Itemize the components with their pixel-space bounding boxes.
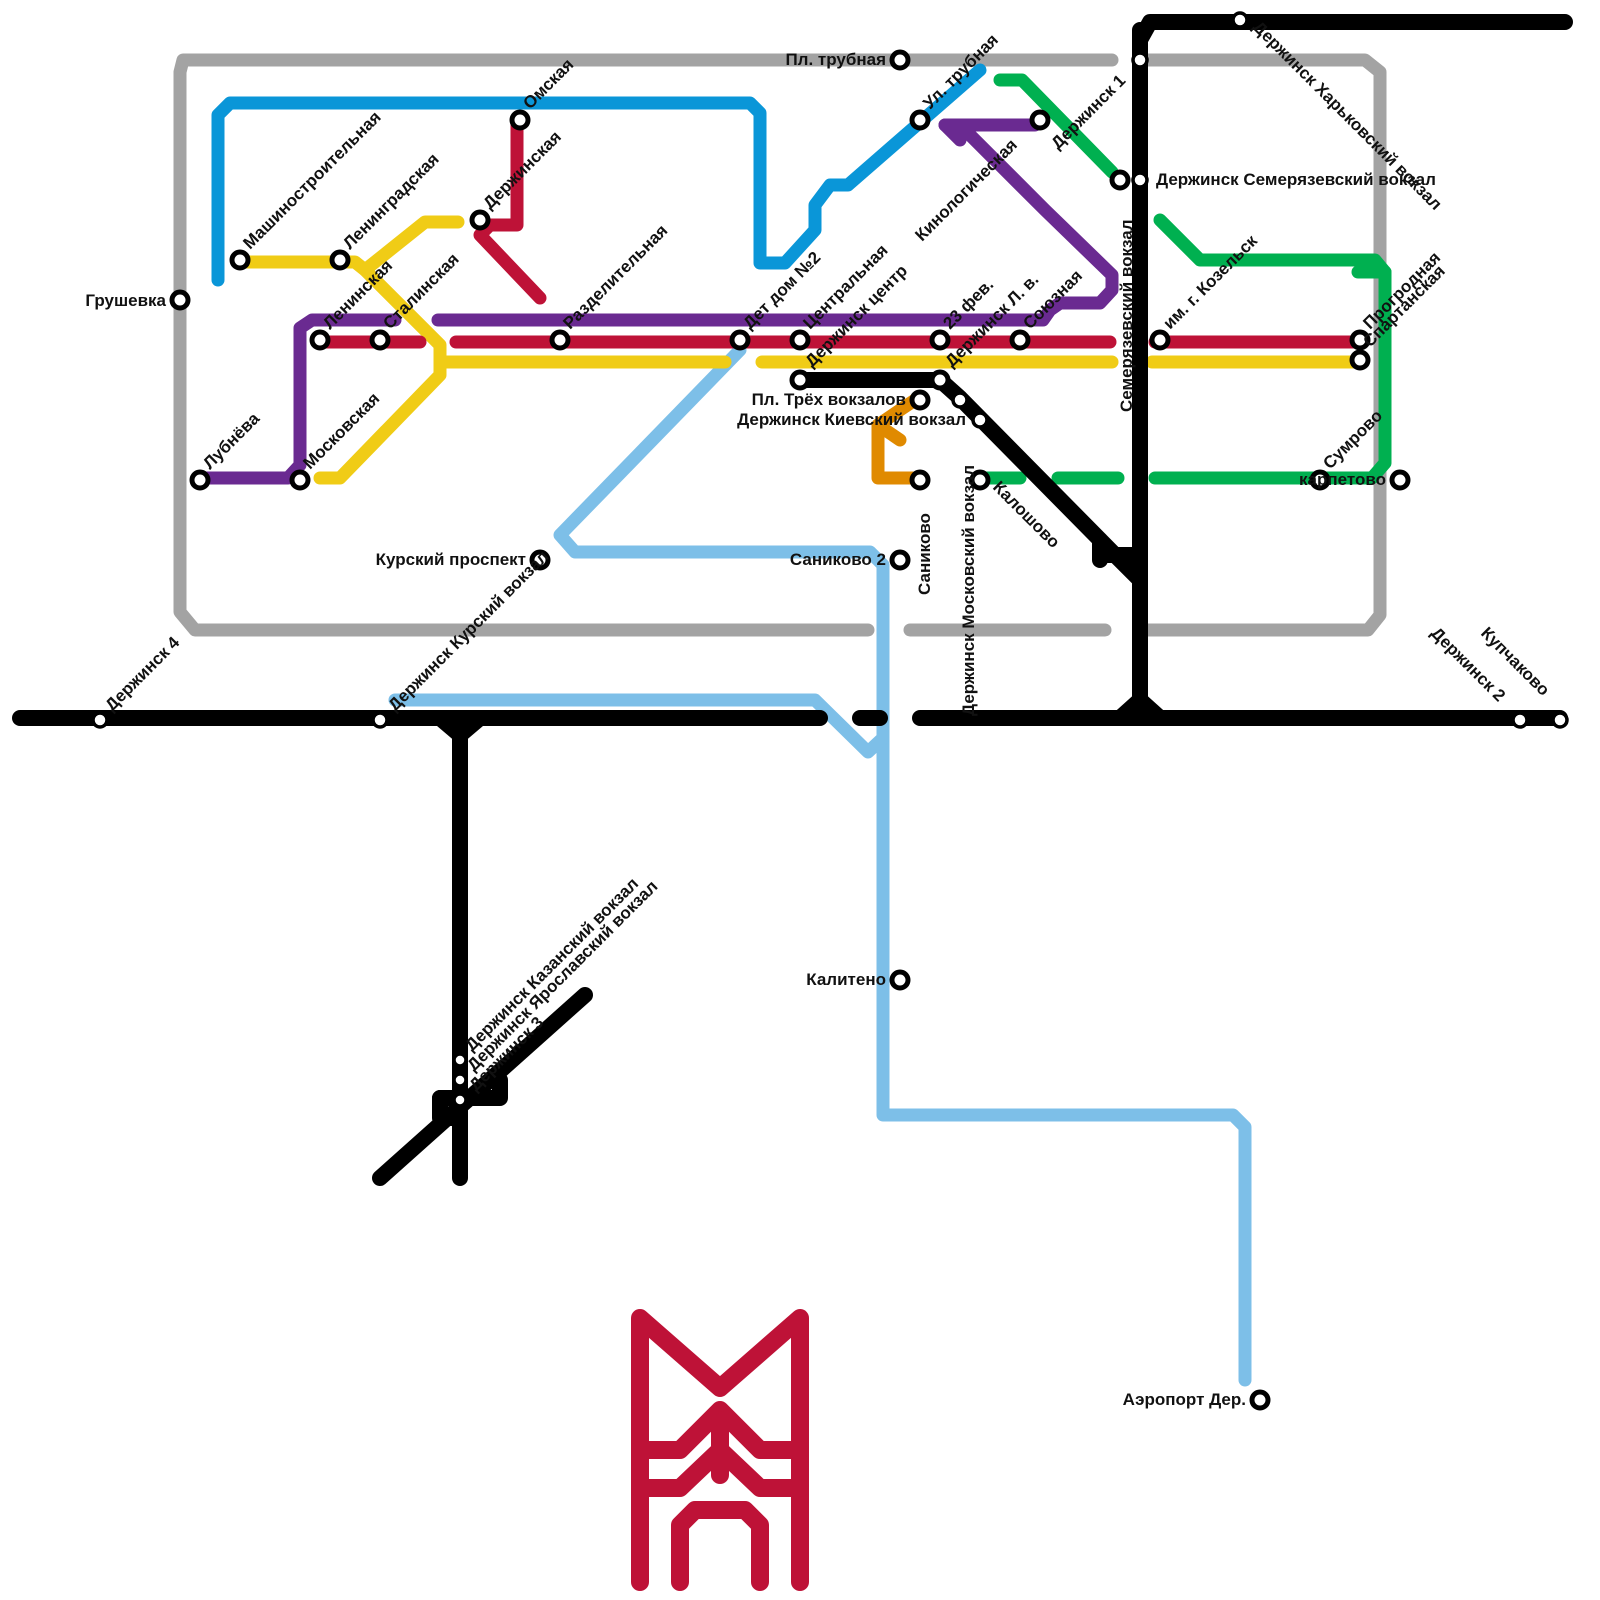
station-pl-treh-vokzalov[interactable] — [909, 389, 931, 411]
label-saniikovo-2: Саниково 2 — [790, 550, 886, 569]
label-pl-trubnaya: Пл. трубная — [785, 50, 886, 69]
station-kursky-prospekt[interactable] — [529, 549, 551, 571]
station-mashinostroitelnaya[interactable] — [229, 249, 251, 271]
light-blue-line — [388, 343, 1252, 1387]
green-line — [973, 73, 1392, 485]
blue-line — [211, 63, 987, 287]
station-tsentralnaya[interactable] — [789, 329, 811, 351]
station-derzhinsk-centr[interactable] — [789, 369, 811, 391]
label-moskovskaya: Московская — [299, 389, 383, 473]
station-derzhinsk-2[interactable] — [1511, 711, 1529, 729]
station-soyuznaya[interactable] — [1009, 329, 1031, 351]
station-ul-trubnaya[interactable] — [909, 109, 931, 131]
label-saniikovo: Саниково — [915, 513, 934, 595]
station-leningradskaya[interactable] — [329, 249, 351, 271]
station-spartanskaya[interactable] — [1349, 349, 1371, 371]
station-pl-trubnaya[interactable] — [889, 49, 911, 71]
station-derzhinsk-semeryazevsky[interactable] — [1131, 171, 1149, 189]
label-leningradskaya: Ленинградская — [339, 149, 442, 252]
station-stalinskaya[interactable] — [369, 329, 391, 351]
station-kinologicheskaya[interactable] — [1029, 109, 1051, 131]
station-derzhinsk-kazansky[interactable] — [452, 1052, 468, 1068]
label-derzhinsk-moskovsky: Держинск Московский вокзал — [959, 465, 978, 716]
station-leninskaya[interactable] — [309, 329, 331, 351]
station-saniikovo[interactable] — [909, 469, 931, 491]
orange-line — [871, 391, 927, 485]
station-aeroport[interactable] — [1249, 1389, 1271, 1411]
label-derzhinsk-4: Держинск 4 — [101, 633, 183, 715]
station-derzhinsk-3[interactable] — [452, 1092, 468, 1108]
label-kalitino: Калитено — [806, 970, 886, 989]
station-sumrovo[interactable] — [1309, 469, 1331, 491]
station-det-dom[interactable] — [729, 329, 751, 351]
station-23-feb[interactable] — [929, 329, 951, 351]
station-saniikovo-2[interactable] — [889, 549, 911, 571]
station-moskovskaya[interactable] — [289, 469, 311, 491]
label-aeroport: Аэропорт Дер. — [1123, 1390, 1246, 1409]
label-derzhinsk-kievsky: Держинск Киевский вокзал — [737, 410, 966, 429]
station-derzhinsk-kievsky[interactable] — [951, 391, 969, 409]
station-kalitino[interactable] — [889, 969, 911, 991]
label-ul-trubnaya: Ул. трубная — [919, 30, 1002, 113]
station-derzhinsk-4[interactable] — [91, 711, 109, 729]
label-kinologicheskaya: Кинологическая — [911, 135, 1021, 245]
purple-line — [193, 118, 1119, 485]
label-derzhinsk-semeryazevsky: Держинск Семерязевский вокзал — [1156, 170, 1436, 189]
station-razdelitelnaya[interactable] — [549, 329, 571, 351]
label-semeryazevsky-vokzal: Семерязевский вокзал — [1117, 219, 1136, 412]
station-progrodnaya[interactable] — [1349, 329, 1371, 351]
station-kupchakovo[interactable] — [1551, 711, 1569, 729]
label-kursky-prospekt: Курский проспект — [376, 550, 526, 569]
stations — [91, 11, 1569, 1411]
station-derzhinsk-yaroslavsky[interactable] — [452, 1072, 468, 1088]
station-kozelsk[interactable] — [1149, 329, 1171, 351]
label-karpetovo: карпетово — [1299, 470, 1386, 489]
station-grushevka[interactable] — [169, 289, 191, 311]
label-kozelsk: им. г. Козельск — [1159, 231, 1261, 333]
station-derzhinsk-moskovsky[interactable] — [971, 411, 989, 429]
label-pl-treh-vokzalov: Пл. Трёх вокзалов — [752, 390, 906, 409]
label-derzhinsk-yaroslavsky: Держинск Ярославский вокзал — [463, 877, 661, 1075]
label-grushevka: Грушевка — [85, 291, 166, 310]
station-omskaya[interactable] — [509, 109, 531, 131]
station-derzhinsk-l-v[interactable] — [929, 369, 951, 391]
station-semeryazevsky-vokzal[interactable] — [1109, 169, 1131, 191]
metro-logo — [631, 1309, 809, 1591]
station-derzhinsk-1[interactable] — [1131, 51, 1149, 69]
station-derzhinsk-kursky[interactable] — [371, 711, 389, 729]
label-lubneva: Лубнёва — [199, 409, 263, 473]
station-lubneva[interactable] — [189, 469, 211, 491]
station-derzhinsk-kharkovsky[interactable] — [1231, 11, 1249, 29]
station-kaloshovo[interactable] — [969, 469, 991, 491]
station-karpetovo[interactable] — [1389, 469, 1411, 491]
rail-lines — [12, 14, 1573, 1186]
station-derzhinskaya[interactable] — [469, 209, 491, 231]
